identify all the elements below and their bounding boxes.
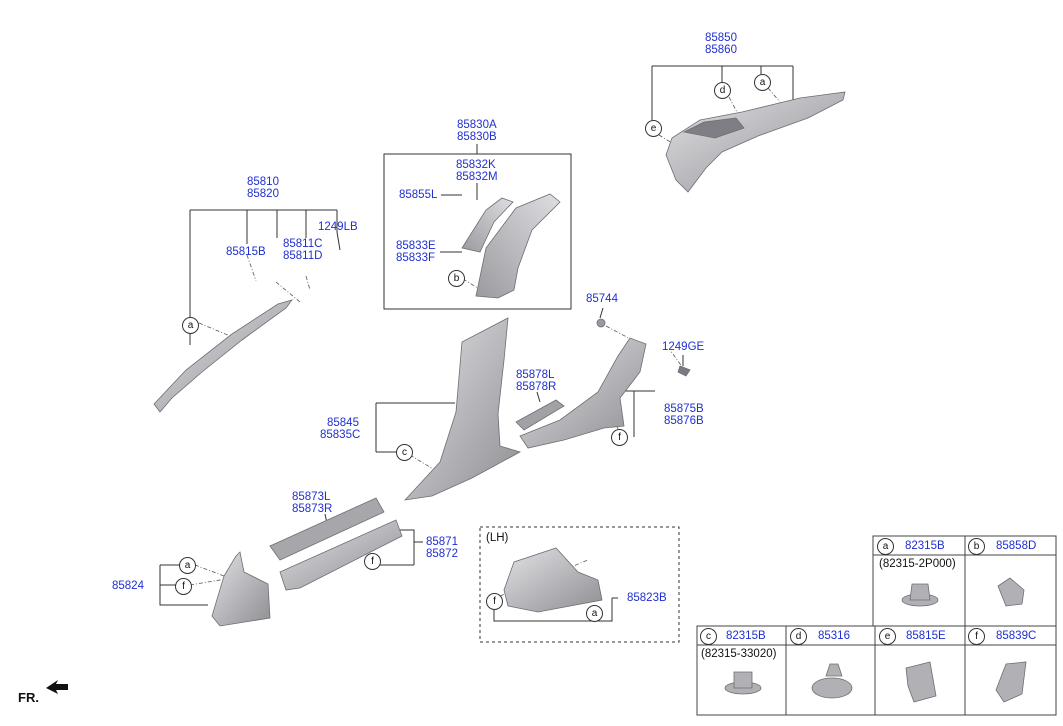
legend-d-part[interactable]: 85316 (818, 630, 850, 642)
label-85855L[interactable]: 85855L (399, 189, 438, 201)
clip-c-icon (724, 671, 762, 695)
front-scuff-insert (269, 497, 385, 561)
legend-f-letter: f (968, 628, 985, 645)
cowl-side-trim (211, 551, 271, 627)
label-85833F[interactable]: 85833F (396, 252, 436, 264)
legend-e-part[interactable]: 85815E (906, 630, 946, 642)
label-85850[interactable]: 85850 (705, 32, 737, 44)
label-85845[interactable]: 85845 (327, 417, 359, 429)
label-85876B[interactable]: 85876B (664, 415, 704, 427)
label-85872[interactable]: 85872 (426, 548, 458, 560)
label-85830A[interactable]: 85830A (457, 119, 497, 131)
label-85810[interactable]: 85810 (247, 176, 279, 188)
label-85835C[interactable]: 85835C (320, 429, 361, 441)
legend-c-letter: c (700, 628, 717, 645)
label-85878R[interactable]: 85878R (516, 381, 557, 393)
legend-c-part[interactable]: 82315B (726, 630, 766, 642)
leader-lines (159, 65, 794, 643)
legend-e-letter: e (879, 628, 896, 645)
callout-f-cowl: f (175, 578, 192, 595)
label-lh: (LH) (486, 532, 509, 544)
legend-a-alt: (82315-2P000) (879, 558, 956, 570)
label-1249GE[interactable]: 1249GE (662, 341, 705, 353)
b-pillar-lower-trim (403, 317, 522, 501)
label-1249LB[interactable]: 1249LB (318, 221, 358, 233)
label-85811C[interactable]: 85811C (283, 238, 323, 250)
a-pillar-trim (153, 299, 294, 413)
label-85820[interactable]: 85820 (247, 188, 279, 200)
clip-b-icon (997, 577, 1025, 607)
callout-f-lh: f (486, 593, 503, 610)
callout-f-rear-scuff: f (611, 429, 628, 446)
b-pillar-upper-small (461, 197, 514, 253)
label-85815B[interactable]: 85815B (226, 246, 266, 258)
legend-icons (724, 577, 1027, 703)
rear-scuff-trim (519, 337, 647, 449)
front-scuff-trim (279, 519, 403, 591)
label-85878L[interactable]: 85878L (516, 369, 555, 381)
label-85832M[interactable]: 85832M (456, 171, 498, 183)
label-85875B[interactable]: 85875B (664, 403, 704, 415)
callout-b: b (448, 270, 465, 287)
callout-d-rear: d (714, 82, 731, 99)
label-85811D[interactable]: 85811D (283, 250, 323, 262)
legend-c-alt: (82315-33020) (701, 648, 777, 660)
label-85873R[interactable]: 85873R (292, 503, 333, 515)
parts (153, 91, 846, 627)
clip-a-icon (901, 583, 939, 607)
legend-b-letter: b (968, 538, 985, 555)
front-arrow-icon (46, 680, 68, 694)
label-85860[interactable]: 85860 (705, 44, 737, 56)
clip-e-icon (905, 661, 937, 703)
legend-table-lines (696, 535, 1057, 716)
clip-d-icon (811, 663, 853, 699)
label-85873L[interactable]: 85873L (292, 491, 331, 503)
screw (677, 365, 691, 377)
scuff-insert (515, 399, 565, 431)
callout-e-rear: e (645, 120, 662, 137)
label-85824[interactable]: 85824 (112, 580, 144, 592)
label-85833E[interactable]: 85833E (396, 240, 436, 252)
b-pillar-upper-large (475, 193, 561, 299)
label-85744[interactable]: 85744 (586, 293, 618, 305)
legend-a-letter: a (877, 538, 894, 555)
callout-a-lh: a (586, 605, 603, 622)
clip-85744 (596, 318, 606, 328)
callout-c: c (396, 444, 413, 461)
legend-f-part[interactable]: 85839C (996, 630, 1037, 642)
callout-a-cowl: a (179, 557, 196, 574)
label-85832K[interactable]: 85832K (456, 159, 496, 171)
callout-a-pillar: a (182, 317, 199, 334)
rear-quarter-trim (665, 91, 846, 193)
legend-d-letter: d (790, 628, 807, 645)
callout-a-rear: a (754, 74, 771, 91)
lh-bracket-part (503, 547, 603, 613)
clip-f-icon (995, 661, 1027, 703)
front-direction-label: FR. (18, 690, 39, 705)
legend-b-part[interactable]: 85858D (996, 540, 1037, 552)
legend-a-part[interactable]: 82315B (905, 540, 945, 552)
label-85823B[interactable]: 85823B (627, 592, 667, 604)
callout-f-front-scuff: f (364, 553, 381, 570)
label-85871[interactable]: 85871 (426, 536, 458, 548)
label-85830B[interactable]: 85830B (457, 131, 497, 143)
